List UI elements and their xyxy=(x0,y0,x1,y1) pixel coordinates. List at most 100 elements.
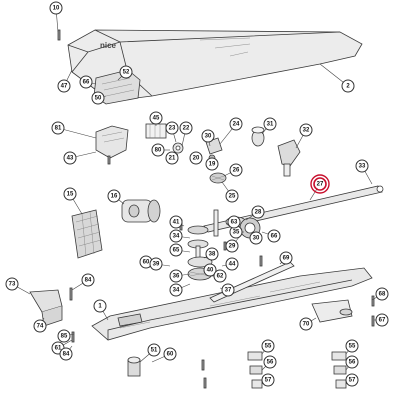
callout-number: 52 xyxy=(123,69,130,75)
callout-number: 26 xyxy=(233,167,240,173)
callout-circle xyxy=(63,151,77,165)
callout-circle xyxy=(205,247,219,261)
end-cap-piece xyxy=(93,69,141,105)
callout-number: 43 xyxy=(67,155,74,161)
callout-43: 43 xyxy=(63,151,77,165)
callout-85: 85 xyxy=(57,329,71,343)
callout-circle xyxy=(169,215,183,229)
callout-84: 84 xyxy=(81,273,95,287)
callout-number: 56 xyxy=(267,359,274,365)
callout-number: 60 xyxy=(143,259,150,265)
cable-gland xyxy=(127,356,141,377)
callout-number: 32 xyxy=(303,127,310,133)
callout-number: 61 xyxy=(55,345,62,351)
callout-circle xyxy=(51,121,65,135)
callout-number: 31 xyxy=(267,121,274,127)
callout-number: 30 xyxy=(253,235,260,241)
parts-layer: nice xyxy=(29,29,384,389)
callout-number: 33 xyxy=(359,163,366,169)
callout-circle xyxy=(229,163,243,177)
cylinder-31 xyxy=(251,126,265,147)
grille-block xyxy=(71,209,103,259)
callout-circle xyxy=(249,231,263,245)
callout-34: 34 xyxy=(169,283,183,297)
callout-number: 37 xyxy=(225,287,232,293)
callout-circle xyxy=(355,159,369,173)
callout-number: 51 xyxy=(151,347,158,353)
callout-number: 2 xyxy=(346,83,350,89)
callout-circle xyxy=(313,177,327,191)
callout-number: 39 xyxy=(153,261,160,267)
callout-circle xyxy=(345,339,359,353)
callout-number: 55 xyxy=(265,343,272,349)
callout-circle xyxy=(63,187,77,201)
callout-circle xyxy=(165,121,179,135)
callout-number: 38 xyxy=(209,251,216,257)
callout-circle xyxy=(213,269,227,283)
callout-25: 25 xyxy=(225,189,239,203)
callout-circle xyxy=(225,239,239,253)
motor xyxy=(121,199,161,223)
callout-39: 39 xyxy=(149,257,163,271)
callout-circle xyxy=(227,215,241,229)
callout-number: 84 xyxy=(85,277,92,283)
callout-35: 35 xyxy=(229,225,243,239)
gate-plate xyxy=(311,299,353,323)
callout-68: 68 xyxy=(375,287,389,301)
callout-circle xyxy=(261,339,275,353)
callout-number: 16 xyxy=(111,193,118,199)
callout-29: 29 xyxy=(225,239,239,253)
callout-56: 56 xyxy=(345,355,359,369)
callout-circle xyxy=(299,123,313,137)
callout-80: 80 xyxy=(151,143,165,157)
callout-70: 70 xyxy=(299,317,313,331)
terminal-block xyxy=(145,123,167,139)
callout-21: 21 xyxy=(165,151,179,165)
callout-number: 25 xyxy=(229,193,236,199)
callout-number: 47 xyxy=(61,83,68,89)
callout-24: 24 xyxy=(229,117,243,131)
callout-number: 21 xyxy=(169,155,176,161)
callout-number: 10 xyxy=(53,5,60,11)
callout-81: 81 xyxy=(51,121,65,135)
callout-circle xyxy=(169,229,183,243)
callout-52: 52 xyxy=(119,65,133,79)
callout-19: 19 xyxy=(205,157,219,171)
callout-circle xyxy=(149,111,163,125)
callout-circle xyxy=(81,273,95,287)
callout-number: 68 xyxy=(379,291,386,297)
callout-33: 33 xyxy=(355,159,369,173)
callout-47: 47 xyxy=(57,79,71,93)
callout-number: 35 xyxy=(233,229,240,235)
callout-74: 74 xyxy=(33,319,47,333)
brand-logo: nice xyxy=(100,41,117,50)
callout-number: 63 xyxy=(231,219,238,225)
callout-23: 23 xyxy=(165,121,179,135)
callout-circle xyxy=(163,347,177,361)
callout-number: 1 xyxy=(98,303,102,309)
callout-65: 65 xyxy=(169,243,183,257)
callout-26: 26 xyxy=(229,163,243,177)
callout-circle xyxy=(201,129,215,143)
callout-number: 24 xyxy=(233,121,240,127)
callout-number: 23 xyxy=(169,125,176,131)
callout-55: 55 xyxy=(261,339,275,353)
callout-circle xyxy=(59,347,73,361)
callout-circle xyxy=(203,263,217,277)
callout-number: 41 xyxy=(173,219,180,225)
callout-circle xyxy=(165,151,179,165)
callout-circle xyxy=(91,91,105,105)
callout-32: 32 xyxy=(299,123,313,137)
callout-number: 50 xyxy=(95,95,102,101)
spindle-assembly xyxy=(187,209,261,281)
callout-15: 15 xyxy=(63,187,77,201)
callout-63: 63 xyxy=(227,215,241,229)
callout-44: 44 xyxy=(225,257,239,271)
clamp-set-right xyxy=(331,351,347,389)
callout-number: 27 xyxy=(317,181,324,187)
callout-circle xyxy=(169,269,183,283)
callout-number: 62 xyxy=(217,273,224,279)
callout-number: 57 xyxy=(349,377,356,383)
callout-20: 20 xyxy=(189,151,203,165)
callout-circle xyxy=(79,75,93,89)
